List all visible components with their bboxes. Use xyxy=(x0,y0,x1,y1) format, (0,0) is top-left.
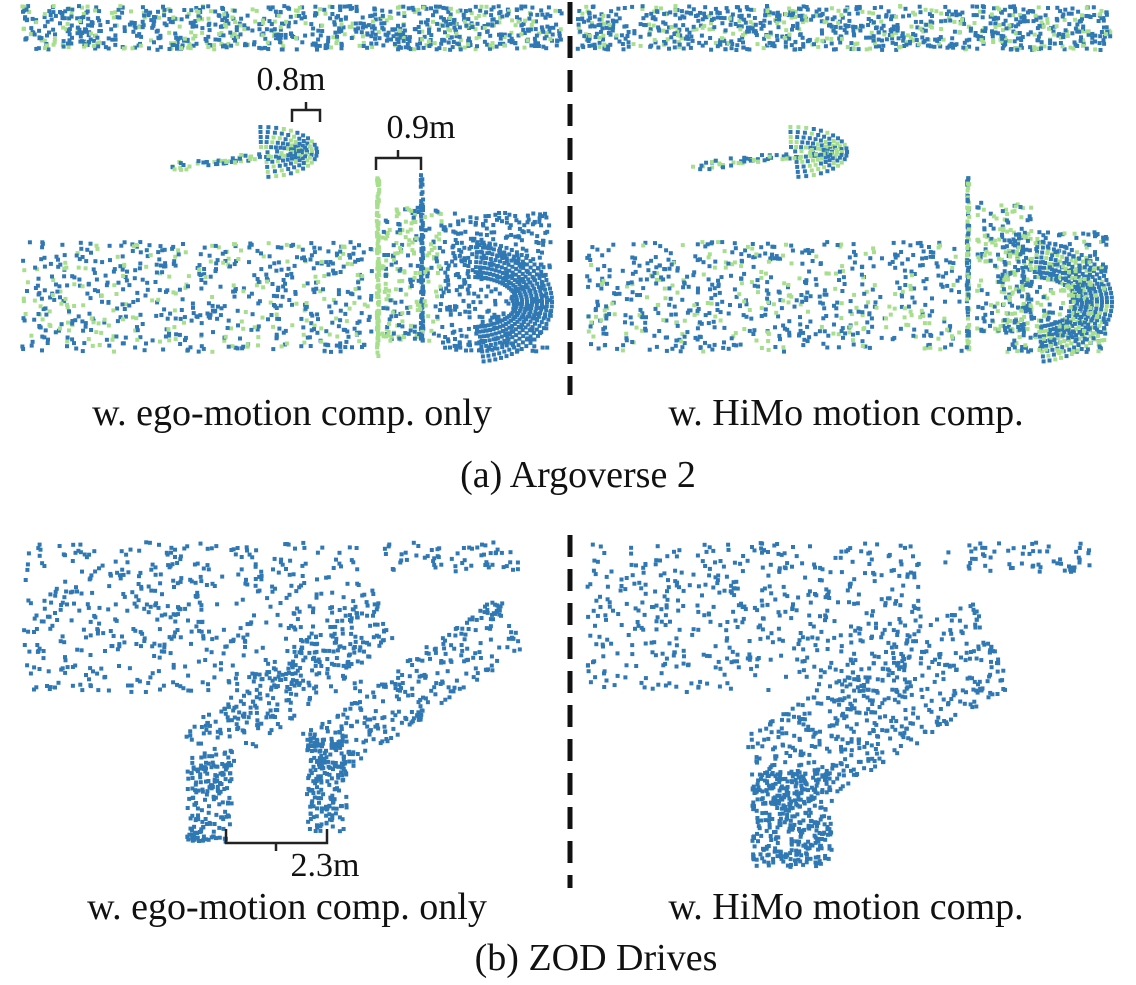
caption-a: (a) Argoverse 2 xyxy=(460,454,696,496)
label-b-himo: w. HiMo motion comp. xyxy=(668,886,1023,928)
caption-b: (b) ZOD Drives xyxy=(475,937,718,979)
zod-ego-only-pointcloud xyxy=(22,540,522,844)
argoverse-ego-only-pointcloud xyxy=(20,4,564,364)
label-a-himo: w. HiMo motion comp. xyxy=(668,392,1023,434)
annotation-0-8m: 0.8m xyxy=(257,61,326,98)
annotation-0-9m: 0.9m xyxy=(387,109,456,146)
annotation-2-3m: 2.3m xyxy=(291,847,360,884)
bracket-0-9m xyxy=(374,150,423,170)
argoverse-himo-pointcloud xyxy=(575,4,1114,364)
label-a-ego-only: w. ego-motion comp. only xyxy=(92,392,492,434)
bracket-2-3m xyxy=(224,829,329,851)
bracket-0-8m xyxy=(290,102,322,122)
label-b-ego-only: w. ego-motion comp. only xyxy=(87,886,487,928)
zod-himo-pointcloud xyxy=(585,540,1092,869)
